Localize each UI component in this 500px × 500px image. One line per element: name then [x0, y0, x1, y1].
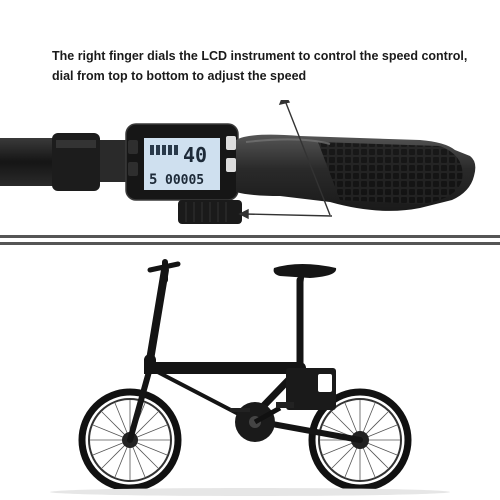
ebike-photo	[50, 259, 450, 496]
handle-grip	[236, 134, 476, 211]
chainring	[230, 402, 294, 442]
front-wheel	[308, 388, 412, 492]
divider-line-2	[0, 242, 500, 245]
battery-pack	[286, 368, 336, 410]
handlebar	[147, 259, 181, 283]
handlebar-tube	[0, 138, 60, 186]
caption-line-1: The right finger dials the LCD instrumen…	[52, 49, 468, 63]
handlebar-photo: 40 5 00005	[0, 100, 476, 224]
lcd-odometer: 00005	[165, 173, 204, 188]
lcd-display-unit: 40 5 00005	[125, 123, 239, 201]
divider-line-1	[0, 235, 500, 238]
arrow-left-icon	[238, 208, 333, 220]
lcd-speed: 40	[183, 143, 207, 167]
instruction-caption: The right finger dials the LCD instrumen…	[52, 46, 492, 86]
caption-line-2: dial from top to bottom to adjust the sp…	[52, 69, 307, 83]
lcd-gear: 5	[149, 172, 157, 188]
arrow-up-icon	[278, 100, 331, 216]
bike-frame	[127, 266, 363, 443]
saddle	[273, 264, 337, 291]
